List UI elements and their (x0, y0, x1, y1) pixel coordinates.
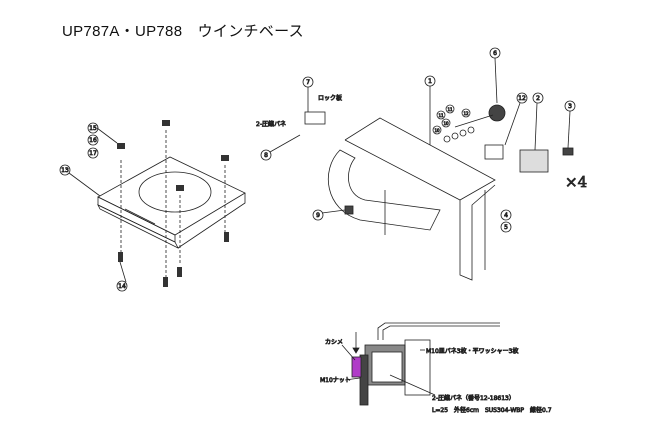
callout-4: 4 (504, 212, 508, 219)
callout-9: 9 (316, 212, 320, 219)
callout-8: 8 (264, 152, 268, 159)
detail-nut: M10ナット (320, 377, 351, 384)
detail-spring: 2-圧縮バネ（番号12-18613） (432, 394, 515, 402)
callout-5: 5 (504, 224, 508, 231)
detail-washers: M10皿バネ3枚・平ワッシャー3枚 (426, 347, 518, 355)
callout-15: 15 (89, 125, 97, 132)
detail-caulk: カシメ (325, 339, 343, 346)
callout-7: 7 (306, 79, 310, 86)
plate-fasteners (120, 130, 226, 280)
callout-3: 3 (568, 103, 572, 110)
callout-10b: 10 (443, 121, 449, 126)
callout-13: 13 (61, 167, 69, 174)
callout-16: 16 (89, 137, 97, 144)
callout-2: 2 (536, 95, 540, 102)
callout-12b: 12 (518, 95, 526, 102)
nuts (117, 120, 229, 287)
quantity-label: ×4 (565, 173, 587, 191)
callout-12: 12 (463, 111, 469, 116)
callout-1: 1 (428, 78, 432, 85)
label-spring: 2-圧縮バネ (256, 120, 286, 128)
callout-6: 6 (493, 50, 497, 57)
winch-parts (304, 104, 574, 215)
detail-section (341, 322, 500, 406)
callout-10a: 10 (434, 128, 440, 133)
callout-11a: 11 (438, 113, 444, 118)
page-title: UP787A・UP788 ウインチベース (62, 23, 304, 40)
detail-spec: L=25 外径6cm SUS304-WBP 線径0.7 (432, 406, 552, 414)
callout-14: 14 (118, 283, 126, 290)
callouts (59, 47, 576, 292)
label-lock-plate: ロック板 (318, 94, 342, 102)
callout-17: 17 (89, 150, 97, 157)
base-plate (97, 156, 246, 249)
callout-11b: 11 (447, 107, 453, 112)
winch-frame (327, 117, 496, 281)
